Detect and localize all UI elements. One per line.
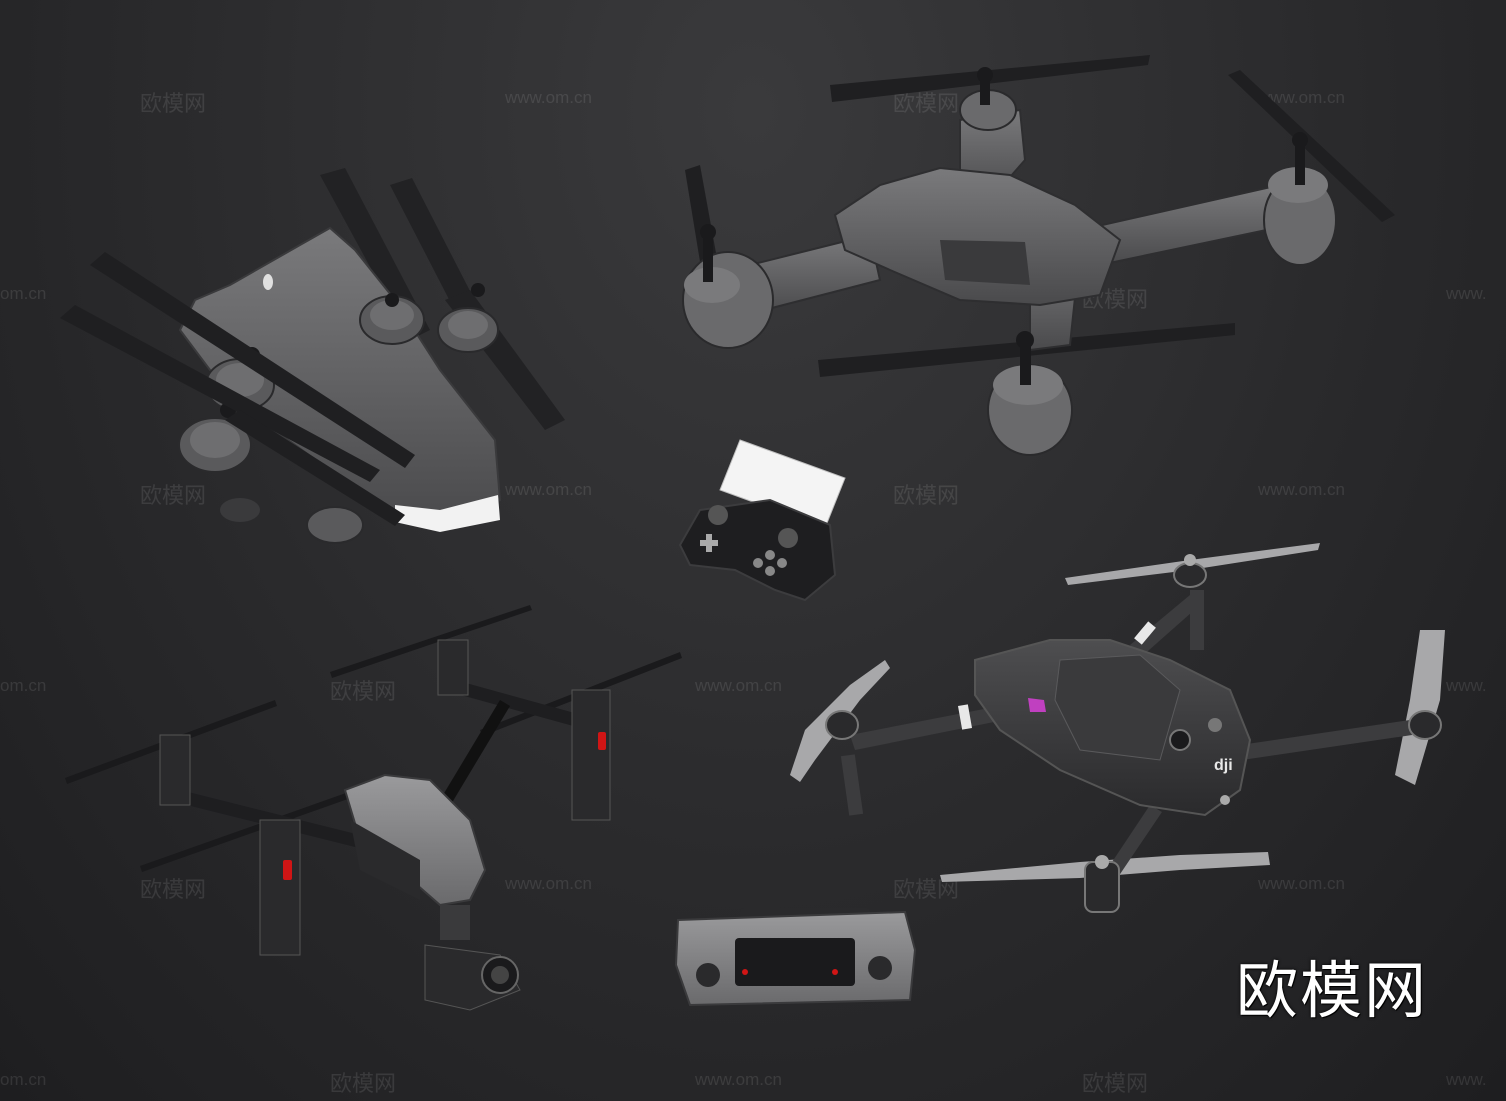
action-button [777,558,787,568]
brand-logo: 欧模网 [1236,954,1429,1027]
status-light [283,860,292,880]
drone-arm [850,702,1024,750]
drone-arm [1240,720,1412,760]
drone-body [833,166,1122,307]
joystick [778,528,798,548]
motor [987,331,1073,456]
folded-racing-drone [60,168,565,544]
drone-body-lower [350,820,420,900]
foldable-quadcopter [682,55,1395,456]
propeller [1395,630,1445,785]
sensor [1220,795,1230,805]
drone-arm [1130,595,1200,658]
motor [1263,132,1337,266]
status-light [742,969,748,975]
drone-arm [440,700,510,806]
motor [959,67,1017,131]
propeller [60,305,380,482]
motor [306,506,364,544]
status-light [598,732,606,750]
landing-leg [259,819,301,956]
joystick [696,963,720,987]
front-light [395,495,500,532]
status-light [832,969,838,975]
motor [437,639,469,696]
propeller [90,252,415,468]
joystick [868,956,892,980]
joystick [708,505,728,525]
action-button [765,550,775,560]
sensor [1208,718,1222,732]
sensor [1169,729,1191,751]
motor [159,734,191,806]
battery [1054,654,1181,761]
drone-arm [450,680,600,732]
dji-logo: dji [1214,757,1233,774]
motor [825,710,859,740]
camera-lens [491,966,509,984]
battery-slot [940,240,1030,285]
motor [682,224,774,349]
inspire-style-drone [65,605,682,1011]
landing-leg [571,689,611,821]
landing-leg [1190,590,1204,650]
gamepad-body [678,498,837,602]
arm-stripe [1134,621,1156,645]
mavic-style-drone: dji [790,543,1445,913]
motor [359,293,425,345]
phone-gamepad-controller [678,439,846,602]
arm-stripe [957,704,973,730]
propeller [140,788,362,872]
propeller [330,605,532,678]
controller-screen [735,938,855,986]
propeller [225,410,405,526]
sensor [263,274,273,290]
action-button [765,566,775,576]
motor [220,498,260,522]
motor [1408,710,1442,740]
gimbal [440,905,470,940]
motor [1173,554,1207,588]
dpad [706,534,712,552]
landing-leg [840,754,864,816]
pink-accent [1028,698,1046,712]
mavic-remote-controller [674,908,917,1007]
motor [1084,855,1120,913]
motor [437,283,499,353]
action-button [753,558,763,568]
propeller [1228,70,1395,222]
